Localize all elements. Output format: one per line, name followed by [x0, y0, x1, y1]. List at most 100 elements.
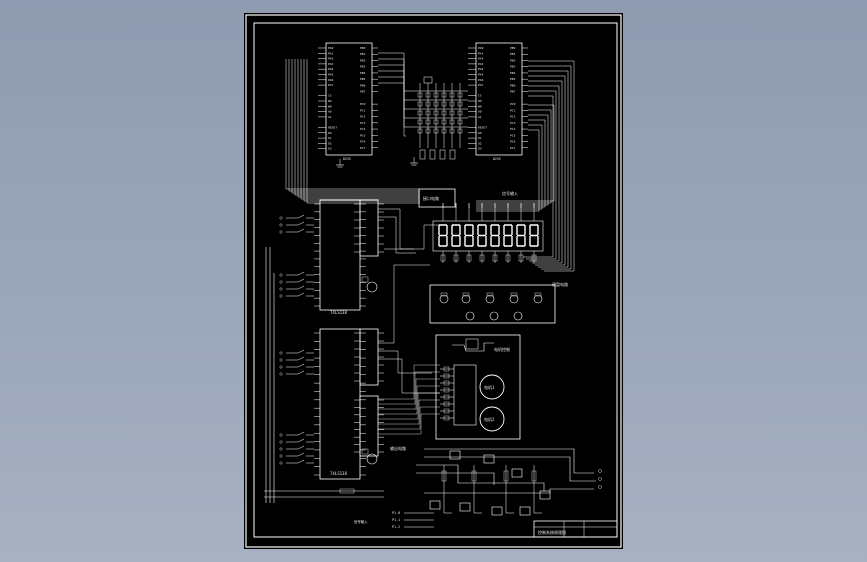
chip-pin-left: PA7	[328, 83, 334, 87]
chip-pin-right: PC7	[360, 146, 366, 150]
wire	[297, 271, 305, 276]
key-button	[489, 311, 499, 321]
seven-seg-digit	[451, 224, 461, 247]
chip-pin-left: D3	[478, 147, 482, 151]
resistor	[361, 276, 369, 283]
wire	[528, 85, 560, 262]
seven-seg-digit	[529, 224, 539, 247]
resistor	[449, 149, 456, 160]
motor-1	[479, 374, 505, 400]
wire	[424, 456, 596, 482]
wire	[288, 59, 420, 192]
chip-pin-left: PA3	[328, 62, 334, 66]
inner-frame	[253, 22, 618, 538]
bottom-logic	[416, 448, 602, 516]
title-block: 控制系统原理图	[533, 520, 618, 538]
chip-pin-right: PC6	[360, 140, 366, 144]
key-switch	[449, 119, 455, 125]
resistor	[466, 254, 472, 262]
key-switch	[417, 92, 423, 98]
chip-pin-left: WR	[478, 104, 482, 108]
wire	[378, 392, 440, 420]
chip-pin-right: PB5	[360, 77, 366, 81]
key-switch	[433, 110, 439, 116]
wire	[303, 59, 420, 202]
logic-gate	[519, 506, 531, 516]
chip-pin-right: PB4	[510, 71, 516, 75]
wire	[297, 59, 420, 198]
wire	[505, 465, 514, 514]
key-switch	[417, 128, 423, 134]
key-switch	[433, 101, 439, 107]
terminal	[279, 351, 283, 355]
chip-pin-left: A0	[478, 110, 482, 114]
key-button	[465, 311, 475, 321]
chip-pin-left: D0	[328, 131, 332, 135]
terminal	[279, 294, 283, 298]
resistor	[339, 488, 355, 494]
chip-pin-right: PC1	[510, 108, 516, 112]
chip-pin-left: PA7	[478, 83, 484, 87]
key-switch	[457, 128, 463, 134]
key-switch	[417, 110, 423, 116]
wire	[443, 465, 452, 514]
wire	[300, 59, 420, 200]
chip-pin-left: PA5	[328, 73, 334, 77]
chip-pin-right: PB4	[360, 71, 366, 75]
wire	[297, 292, 305, 297]
chip-pin-right: PB7	[360, 90, 366, 94]
chip-pin-right: PC5	[360, 133, 366, 137]
wire	[378, 70, 406, 119]
wire	[297, 214, 305, 219]
motor-2	[479, 406, 505, 432]
wire	[297, 349, 305, 354]
resistor	[361, 448, 369, 455]
chip-body	[325, 42, 373, 156]
chip-pin-left: PA0	[478, 46, 484, 50]
chip-pin-right: PB1	[510, 52, 516, 56]
logic-gate	[511, 468, 523, 478]
key-switch	[425, 92, 431, 98]
wire	[528, 70, 569, 268]
key-button	[439, 294, 449, 304]
wire	[297, 356, 305, 361]
key-switch	[441, 101, 447, 107]
chip-pin-right: PB7	[510, 90, 516, 94]
terminal	[279, 461, 283, 465]
wire	[297, 431, 305, 436]
key-switch	[425, 110, 431, 116]
resistor	[443, 373, 450, 379]
resistor	[443, 366, 450, 372]
motor-block: 电机1 电机2 电机控制	[435, 334, 521, 440]
resistor	[429, 149, 436, 160]
chip-pin-left: PA1	[328, 51, 334, 55]
ic-body	[319, 328, 361, 480]
key-button	[513, 311, 523, 321]
chip-8255-right: PA0PA1PA2PA3PA4PA5PA6PA7CSRDWRA0A1RESETD…	[468, 42, 528, 161]
resistor	[419, 149, 426, 160]
chip-pin-right: PC2	[510, 115, 516, 119]
wires	[264, 52, 575, 498]
wire	[285, 59, 420, 190]
wire	[297, 459, 305, 464]
chip-pin-left: RESET	[328, 126, 337, 130]
resistor	[443, 401, 450, 407]
outer-frame	[245, 14, 622, 548]
wire	[378, 358, 440, 394]
key-switch	[441, 92, 447, 98]
key-label-box	[534, 292, 542, 297]
transistor	[366, 281, 378, 293]
chip-pin-right: PC2	[360, 115, 366, 119]
wire	[378, 64, 406, 110]
chip-pin-left: PA2	[478, 57, 484, 61]
ic-body	[359, 328, 379, 386]
wire	[378, 371, 440, 405]
terminal	[598, 477, 602, 481]
wire	[452, 342, 494, 352]
chip-pin-left: CS	[478, 94, 482, 98]
key-switch	[425, 128, 431, 134]
key-switch	[441, 128, 447, 134]
ic-body	[359, 199, 379, 257]
logic-gate	[459, 502, 471, 512]
